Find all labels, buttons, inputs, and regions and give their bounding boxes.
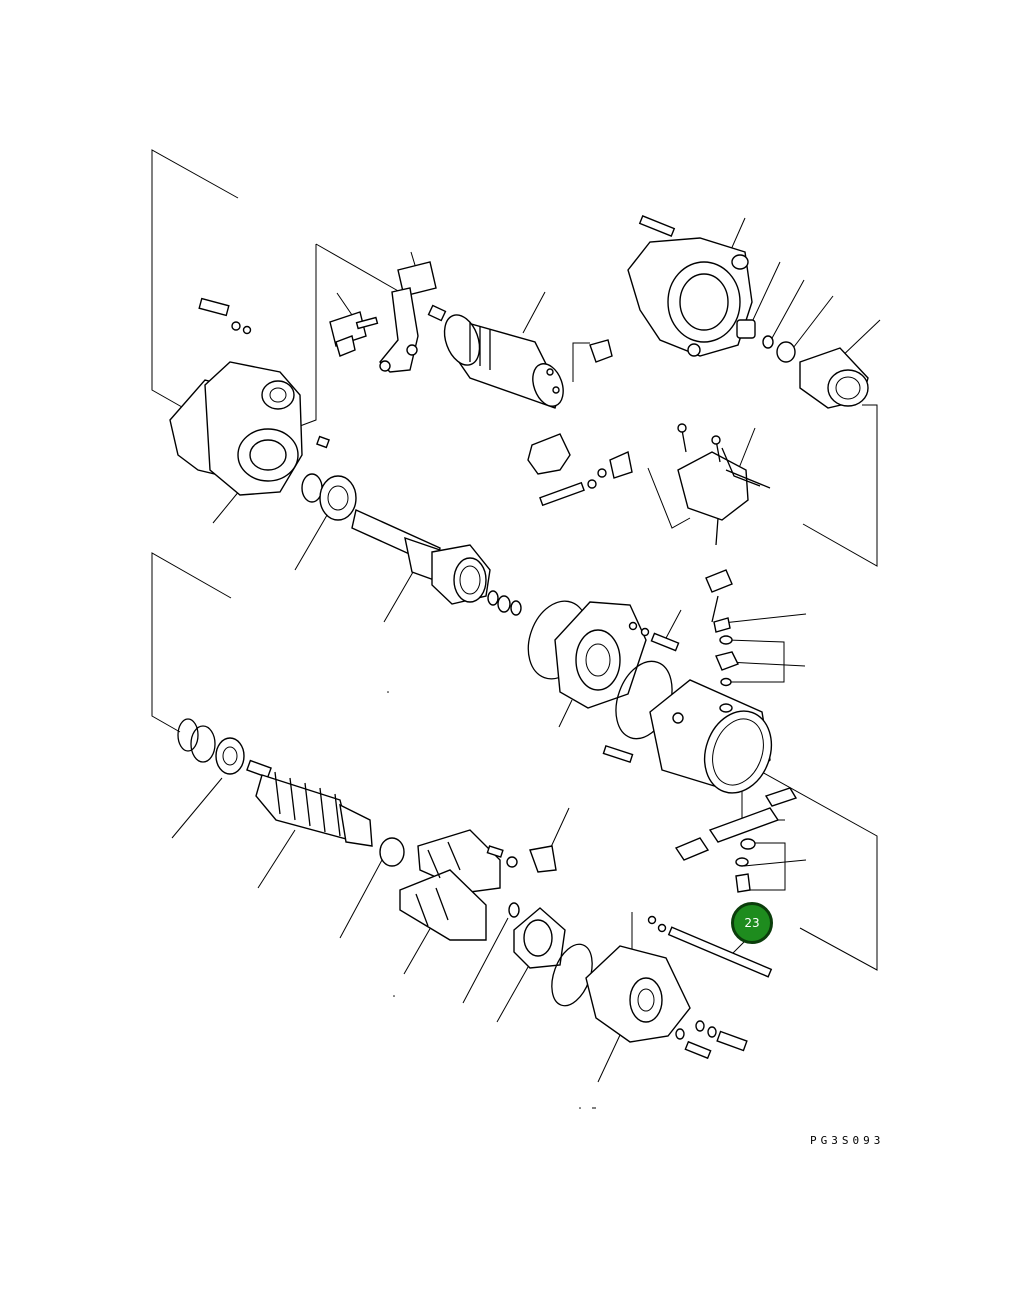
drive-housing-assembly — [170, 299, 329, 495]
group-brackets — [152, 150, 877, 970]
armature-assembly — [178, 719, 500, 940]
center-bracket-assembly — [518, 593, 682, 747]
drawing-code: PG3S093 — [810, 1134, 885, 1147]
stray-marks — [387, 691, 596, 1109]
magnetic-switch — [429, 306, 612, 474]
rear-end-frame-assembly — [487, 846, 771, 1058]
insulator-plates — [676, 788, 796, 892]
front-housing-assembly — [628, 216, 868, 408]
part-number-callout[interactable]: 23 — [731, 902, 773, 944]
yoke-assembly — [603, 570, 782, 802]
shift-lever-assembly — [330, 262, 436, 372]
pinion-shaft-assembly — [302, 474, 521, 615]
lead-wire-assembly — [540, 424, 770, 545]
